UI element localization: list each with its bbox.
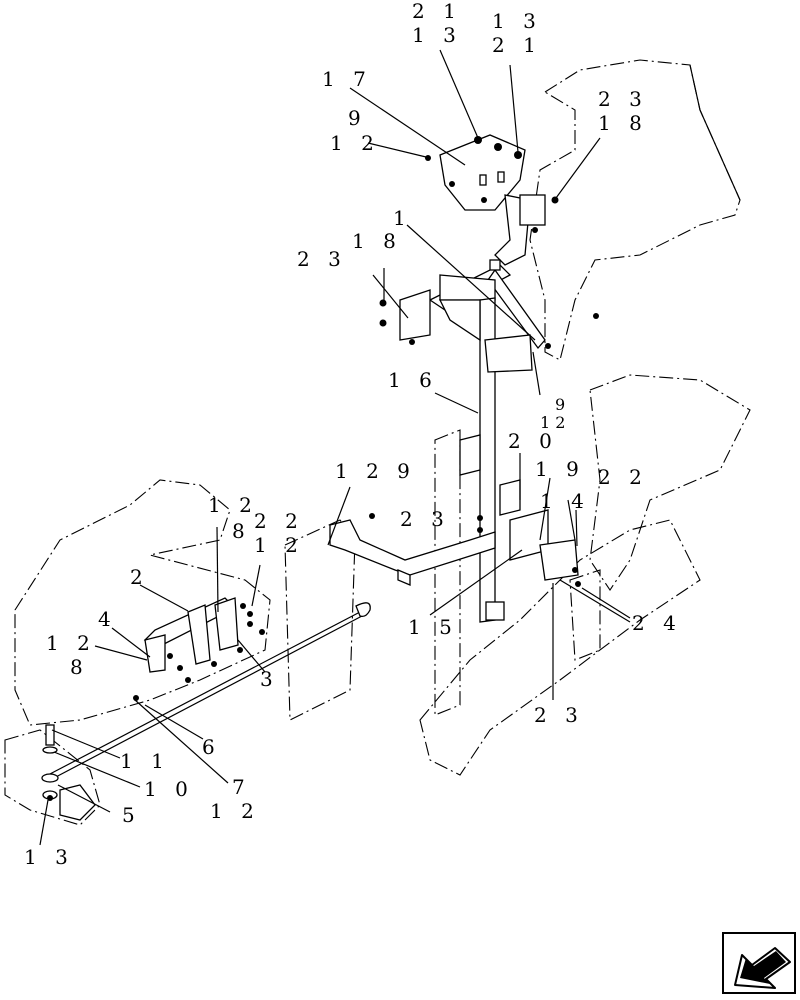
lower-tube-arm xyxy=(329,519,496,586)
callout-9-mid: 9 xyxy=(555,395,565,414)
callout-labels: 2 1 1 3 1 3 2 1 1 7 9 1 2 2 3 1 8 1 2 3 … xyxy=(24,0,682,869)
callout-24: 2 4 xyxy=(632,611,682,635)
callout-19: 1 9 xyxy=(535,457,585,481)
lower-stud-stack xyxy=(42,724,96,821)
callout-12-a: 1 2 xyxy=(208,493,258,517)
callout-13-bot: 1 3 xyxy=(24,845,74,869)
callout-21-top: 2 1 xyxy=(412,0,462,23)
callout-5: 5 xyxy=(122,803,141,827)
callout-12-c: 1 2 xyxy=(46,631,96,655)
callout-13-top: 1 3 xyxy=(412,23,462,47)
callout-15: 1 5 xyxy=(408,615,458,639)
callout-14: 1 4 xyxy=(540,489,590,513)
callout-6: 6 xyxy=(202,735,221,759)
callout-12-mid: 1 2 xyxy=(540,413,565,432)
callout-12-b: 1 2 xyxy=(254,533,304,557)
callout-7: 7 xyxy=(232,775,251,799)
callout-8-b: 8 xyxy=(70,655,89,679)
callout-12-d: 1 2 xyxy=(210,799,260,823)
callout-23-m: 2 3 xyxy=(400,507,450,531)
callout-11: 1 1 xyxy=(120,749,170,773)
callout-23-l: 2 3 xyxy=(297,247,347,271)
callout-18-l: 1 8 xyxy=(352,229,402,253)
machine-outline-right-arm xyxy=(419,374,751,776)
leader-lines xyxy=(39,49,631,846)
brace-bar xyxy=(487,259,546,350)
callout-12-top: 1 2 xyxy=(330,131,380,155)
callout-8-a: 8 xyxy=(232,519,251,543)
machine-outline-left xyxy=(4,479,271,826)
callout-23-bot: 2 3 xyxy=(534,703,584,727)
machine-outline-upper-right xyxy=(529,59,741,361)
callout-10: 1 0 xyxy=(144,777,194,801)
callout-22-r: 2 2 xyxy=(598,465,648,489)
callout-23-r: 2 3 xyxy=(598,87,648,111)
callout-13-b: 1 3 xyxy=(492,9,542,33)
left-mount-bracket xyxy=(133,597,265,701)
callout-12-9: 1 2 9 xyxy=(335,459,416,483)
callout-21-b: 2 1 xyxy=(492,33,542,57)
return-arrow-icon[interactable] xyxy=(722,932,796,994)
callout-2: 2 xyxy=(130,565,149,589)
callout-18-r: 1 8 xyxy=(598,111,648,135)
callout-4: 4 xyxy=(98,607,117,631)
center-brackets xyxy=(369,434,581,587)
callout-20: 2 0 xyxy=(508,429,558,453)
callout-9-top: 9 xyxy=(348,106,367,130)
callout-16: 1 6 xyxy=(388,368,438,392)
callout-1-top: 1 xyxy=(393,206,412,230)
callout-22-l: 2 2 xyxy=(254,509,304,533)
callout-17: 1 7 xyxy=(322,67,372,91)
callout-3: 3 xyxy=(260,667,279,691)
